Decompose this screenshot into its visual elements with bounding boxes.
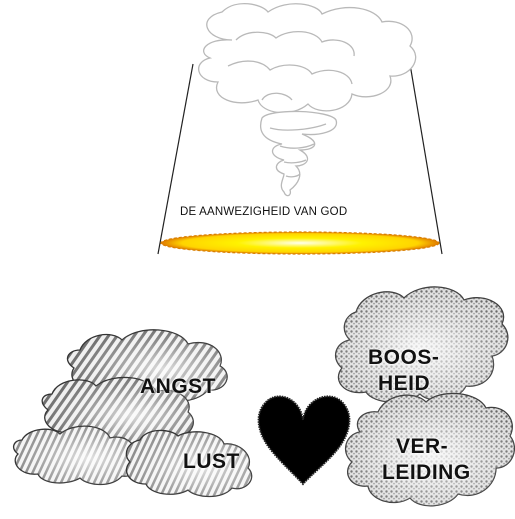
presence-of-god-label: DE AANWEZIGHEID VAN GOD [180,207,347,219]
verleiding-label-line2: LEIDING [382,462,471,483]
glory-ring [161,232,439,254]
lust-label: LUST [183,451,240,472]
boosheid-label-line1: BOOS- [368,347,439,368]
whirlwind-cloud-icon [199,4,416,196]
heart-icon [259,396,350,484]
angst-label: ANGST [140,376,216,397]
verleiding-label-line1: VER- [396,436,448,457]
boosheid-label-line2: HEID [378,373,430,394]
